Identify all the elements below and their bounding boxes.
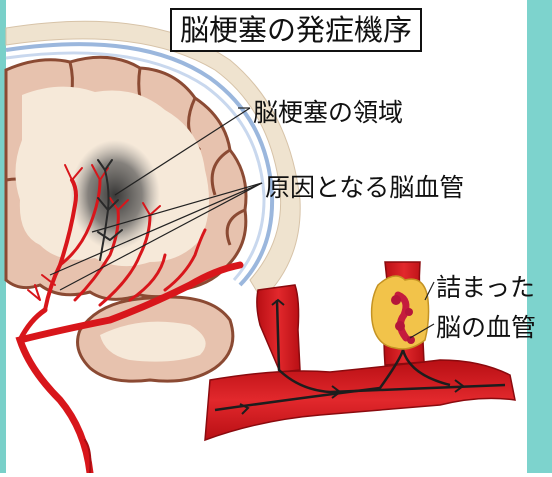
label-infarct-area: 脳梗塞の領域 (253, 93, 403, 129)
label-blocked-line1: 詰まった (436, 268, 535, 304)
right-panel (527, 0, 552, 473)
label-blocked-line2: 脳の血管 (436, 308, 536, 344)
plaque (372, 276, 429, 349)
temporal-lobe (78, 297, 233, 381)
label-causal-vessel: 原因となる脳血管 (265, 168, 464, 204)
brain-cortex (6, 57, 246, 299)
diagram-title: 脳梗塞の発症機序 (170, 8, 422, 52)
